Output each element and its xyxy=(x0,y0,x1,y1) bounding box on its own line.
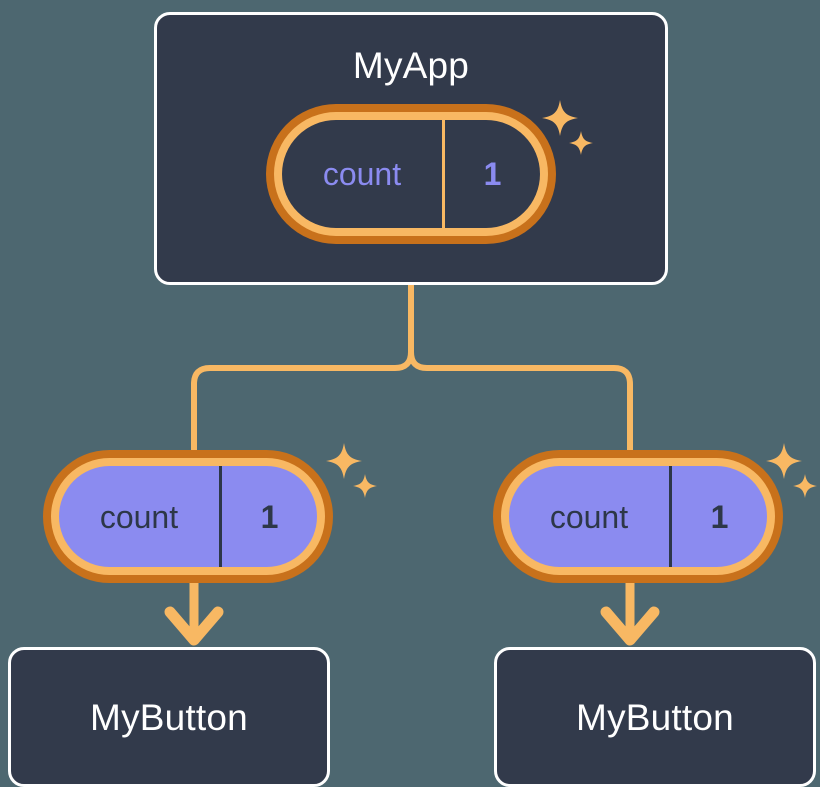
sparkle-large-icon xyxy=(326,443,362,479)
state-pill-branch-left[interactable]: count 1 xyxy=(43,450,333,583)
state-pill-body: count 1 xyxy=(282,120,540,228)
connector-tree-path-right xyxy=(408,349,633,455)
component-card-mybutton-left[interactable]: MyButton xyxy=(8,647,330,787)
state-pill-inner-ring: count 1 xyxy=(501,458,775,575)
component-name-label: MyButton xyxy=(576,696,734,738)
connector-tree-path xyxy=(191,282,414,455)
state-value-label: 1 xyxy=(668,466,767,567)
component-name-label: MyButton xyxy=(90,696,248,738)
down-arrow-left xyxy=(164,582,224,646)
diagram-canvas: MyApp count 1 count 1 MyButton xyxy=(8,12,817,787)
page-title: MyApp xyxy=(352,45,470,86)
state-name-label: count xyxy=(322,156,402,192)
state-pill-inner-ring: count 1 xyxy=(274,112,548,236)
down-arrow-right xyxy=(600,582,660,646)
component-card-mybutton-right[interactable]: MyButton xyxy=(494,647,816,787)
state-value-label: 1 xyxy=(218,466,317,567)
state-pill-branch-right[interactable]: count 1 xyxy=(493,450,783,583)
state-value-label: 1 xyxy=(441,120,540,228)
state-pill-inner-ring: count 1 xyxy=(51,458,325,575)
state-name-label: count xyxy=(99,498,179,535)
sparkle-small-icon xyxy=(793,474,817,498)
sparkle-small-icon xyxy=(353,474,377,498)
sparkle-large-icon xyxy=(766,443,802,479)
state-pill-body: count 1 xyxy=(59,466,317,567)
state-pill-root[interactable]: count 1 xyxy=(266,104,556,244)
state-name-label: count xyxy=(549,498,629,535)
state-pill-body: count 1 xyxy=(509,466,767,567)
